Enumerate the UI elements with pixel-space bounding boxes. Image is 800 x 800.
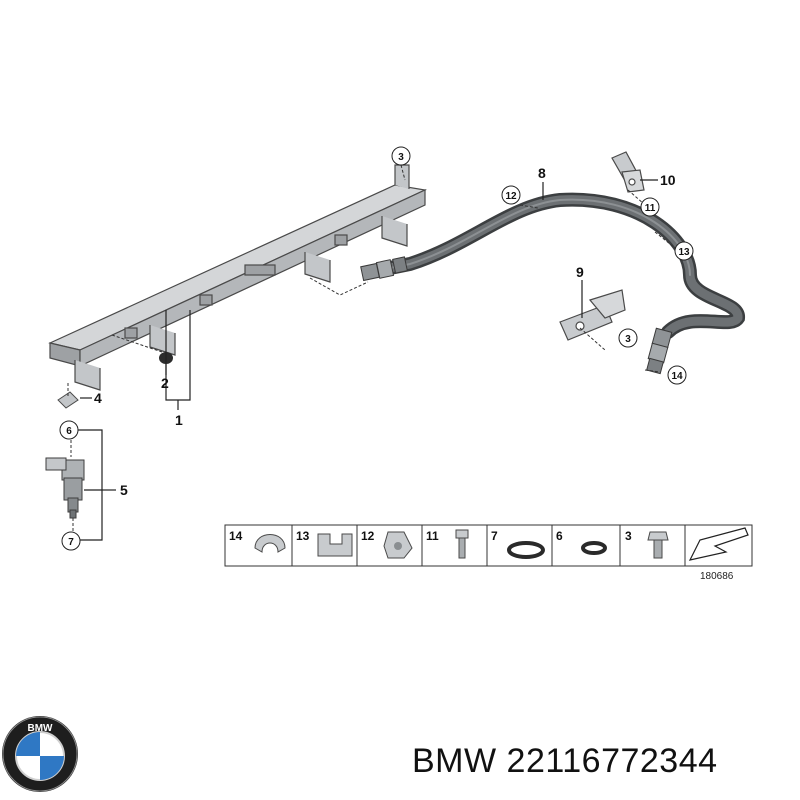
part-label-4: 4 [94,390,102,406]
part-label-8: 8 [538,165,546,181]
part-labels: 1 2 4 5 8 9 10 [94,165,676,498]
svg-text:11: 11 [426,529,439,543]
callout-14: 14 [667,365,687,385]
legend-cell-13: 13 [296,529,353,557]
svg-text:3: 3 [625,334,631,345]
callout-12: 12 [501,185,521,205]
part-label-5: 5 [120,482,128,498]
bmw-logo-icon: BMW [2,716,78,792]
hose-fitting-left [360,256,408,282]
brand-name: BMW [412,742,497,780]
bracket-9 [559,289,626,341]
fuel-hose [373,192,745,339]
svg-text:3: 3 [625,529,632,543]
legend-cell-14: 14 [229,529,286,553]
bracket-10 [611,151,645,193]
part-label-1: 1 [175,412,183,428]
svg-text:6: 6 [66,426,72,437]
part-number: 22116772344 [506,742,718,780]
svg-text:14: 14 [671,371,683,382]
injector-5 [45,457,85,519]
callout-13: 13 [674,241,694,261]
diagram-code: 180686 [700,571,734,582]
callouts: 3 3 6 7 11 12 13 14 [59,146,694,551]
part-label-10: 10 [660,172,676,188]
svg-text:11: 11 [645,203,656,214]
callout-3-right: 3 [618,328,638,348]
legend-cell-6: 6 [556,529,607,555]
svg-text:3: 3 [398,152,404,163]
callout-6: 6 [59,420,79,440]
legend-cell-7: 7 [491,529,545,559]
svg-text:7: 7 [68,537,74,548]
hose-fitting-right [646,327,673,375]
legend-cell-12: 12 [361,529,413,559]
part-label-9: 9 [576,264,584,280]
legend-cell-11: 11 [426,529,469,559]
legend-strip: 14 13 12 11 7 6 3 [224,524,753,582]
svg-text:BMW: BMW [28,723,54,734]
svg-text:6: 6 [556,529,563,543]
callout-3-top: 3 [391,146,411,166]
legend-cell-3: 3 [625,529,669,559]
part-label-2: 2 [161,375,169,391]
svg-text:13: 13 [296,529,310,543]
svg-text:12: 12 [505,191,517,202]
product-caption: BMW 22116772344 [412,742,718,781]
callout-7: 7 [61,531,81,551]
callout-11: 11 [640,197,660,217]
svg-text:7: 7 [491,529,498,543]
svg-text:12: 12 [361,529,375,543]
svg-text:13: 13 [678,247,690,258]
clip-4 [57,391,79,409]
legend-arrow-icon [688,527,749,561]
svg-text:14: 14 [229,529,243,543]
